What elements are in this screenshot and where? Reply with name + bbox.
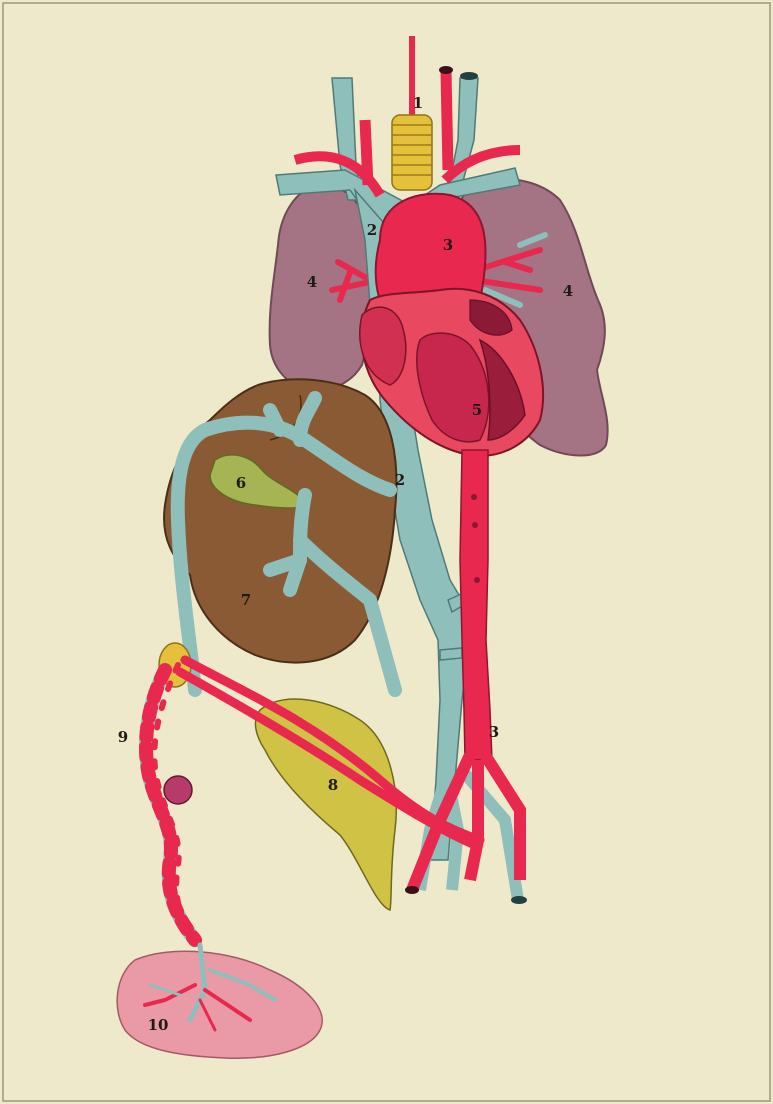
iliac-vein-end bbox=[511, 896, 527, 904]
vein-end-top bbox=[460, 72, 478, 80]
iliac-artery-end bbox=[405, 886, 419, 894]
label-liver: 7 bbox=[241, 591, 251, 609]
artery-end-top bbox=[439, 66, 453, 74]
label-aorta-arch: 3 bbox=[443, 236, 453, 254]
label-trachea: 1 bbox=[413, 94, 423, 112]
label-vena-cava-upper: 2 bbox=[367, 221, 377, 239]
trachea bbox=[392, 115, 432, 190]
label-vena-cava-lower: 2 bbox=[395, 471, 405, 489]
cord-knot bbox=[164, 776, 192, 804]
label-gall-bladder: 6 bbox=[236, 474, 246, 492]
label-bladder: 8 bbox=[328, 776, 338, 794]
heart-right-atrium bbox=[360, 307, 406, 385]
label-lung-right: 4 bbox=[307, 273, 317, 291]
label-lung-left: 4 bbox=[563, 282, 573, 300]
label-heart: 5 bbox=[472, 401, 482, 419]
label-placenta: 10 bbox=[148, 1016, 169, 1034]
label-umbilical-cord: 9 bbox=[118, 728, 128, 746]
label-aorta-descending: 3 bbox=[489, 723, 499, 741]
umbilical-cord bbox=[146, 665, 200, 945]
